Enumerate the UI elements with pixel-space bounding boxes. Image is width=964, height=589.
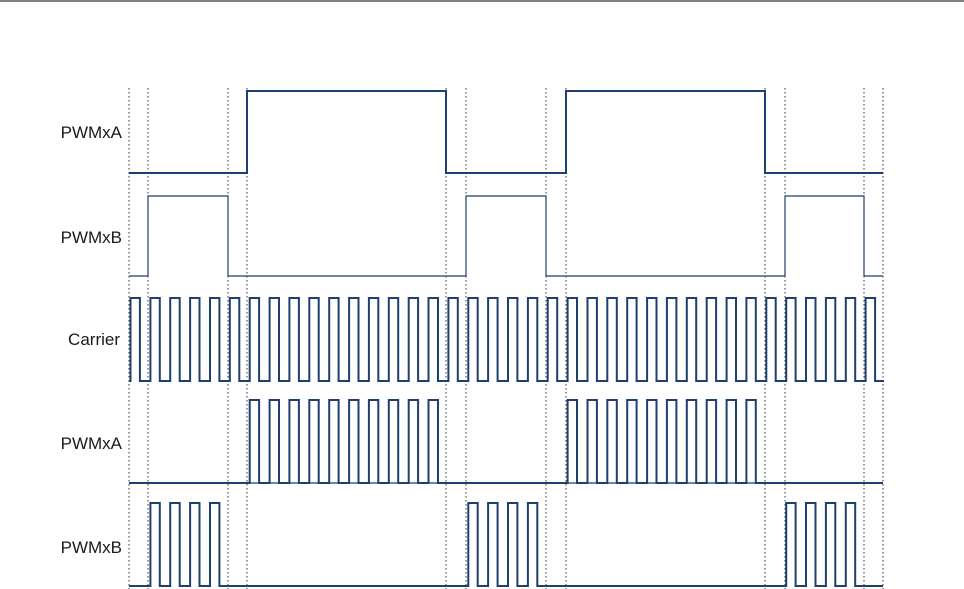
pwmxa-top-wave [129, 91, 883, 173]
row-label-carrier: Carrier [68, 330, 120, 349]
pwmxb-bottom-wave [129, 503, 883, 586]
waveforms [129, 91, 884, 586]
carrier-wave [129, 298, 884, 381]
row-label-pwmxa-top: PWMxA [61, 123, 123, 142]
row-label-pwmxa-bottom: PWMxA [61, 434, 123, 453]
row-label-pwmxb-top: PWMxB [61, 228, 122, 247]
pwmxa-bottom-wave [129, 400, 883, 483]
row-label-pwmxb-bottom: PWMxB [61, 538, 122, 557]
timing-guides [129, 88, 883, 589]
pwmxb-top-wave [129, 196, 883, 276]
